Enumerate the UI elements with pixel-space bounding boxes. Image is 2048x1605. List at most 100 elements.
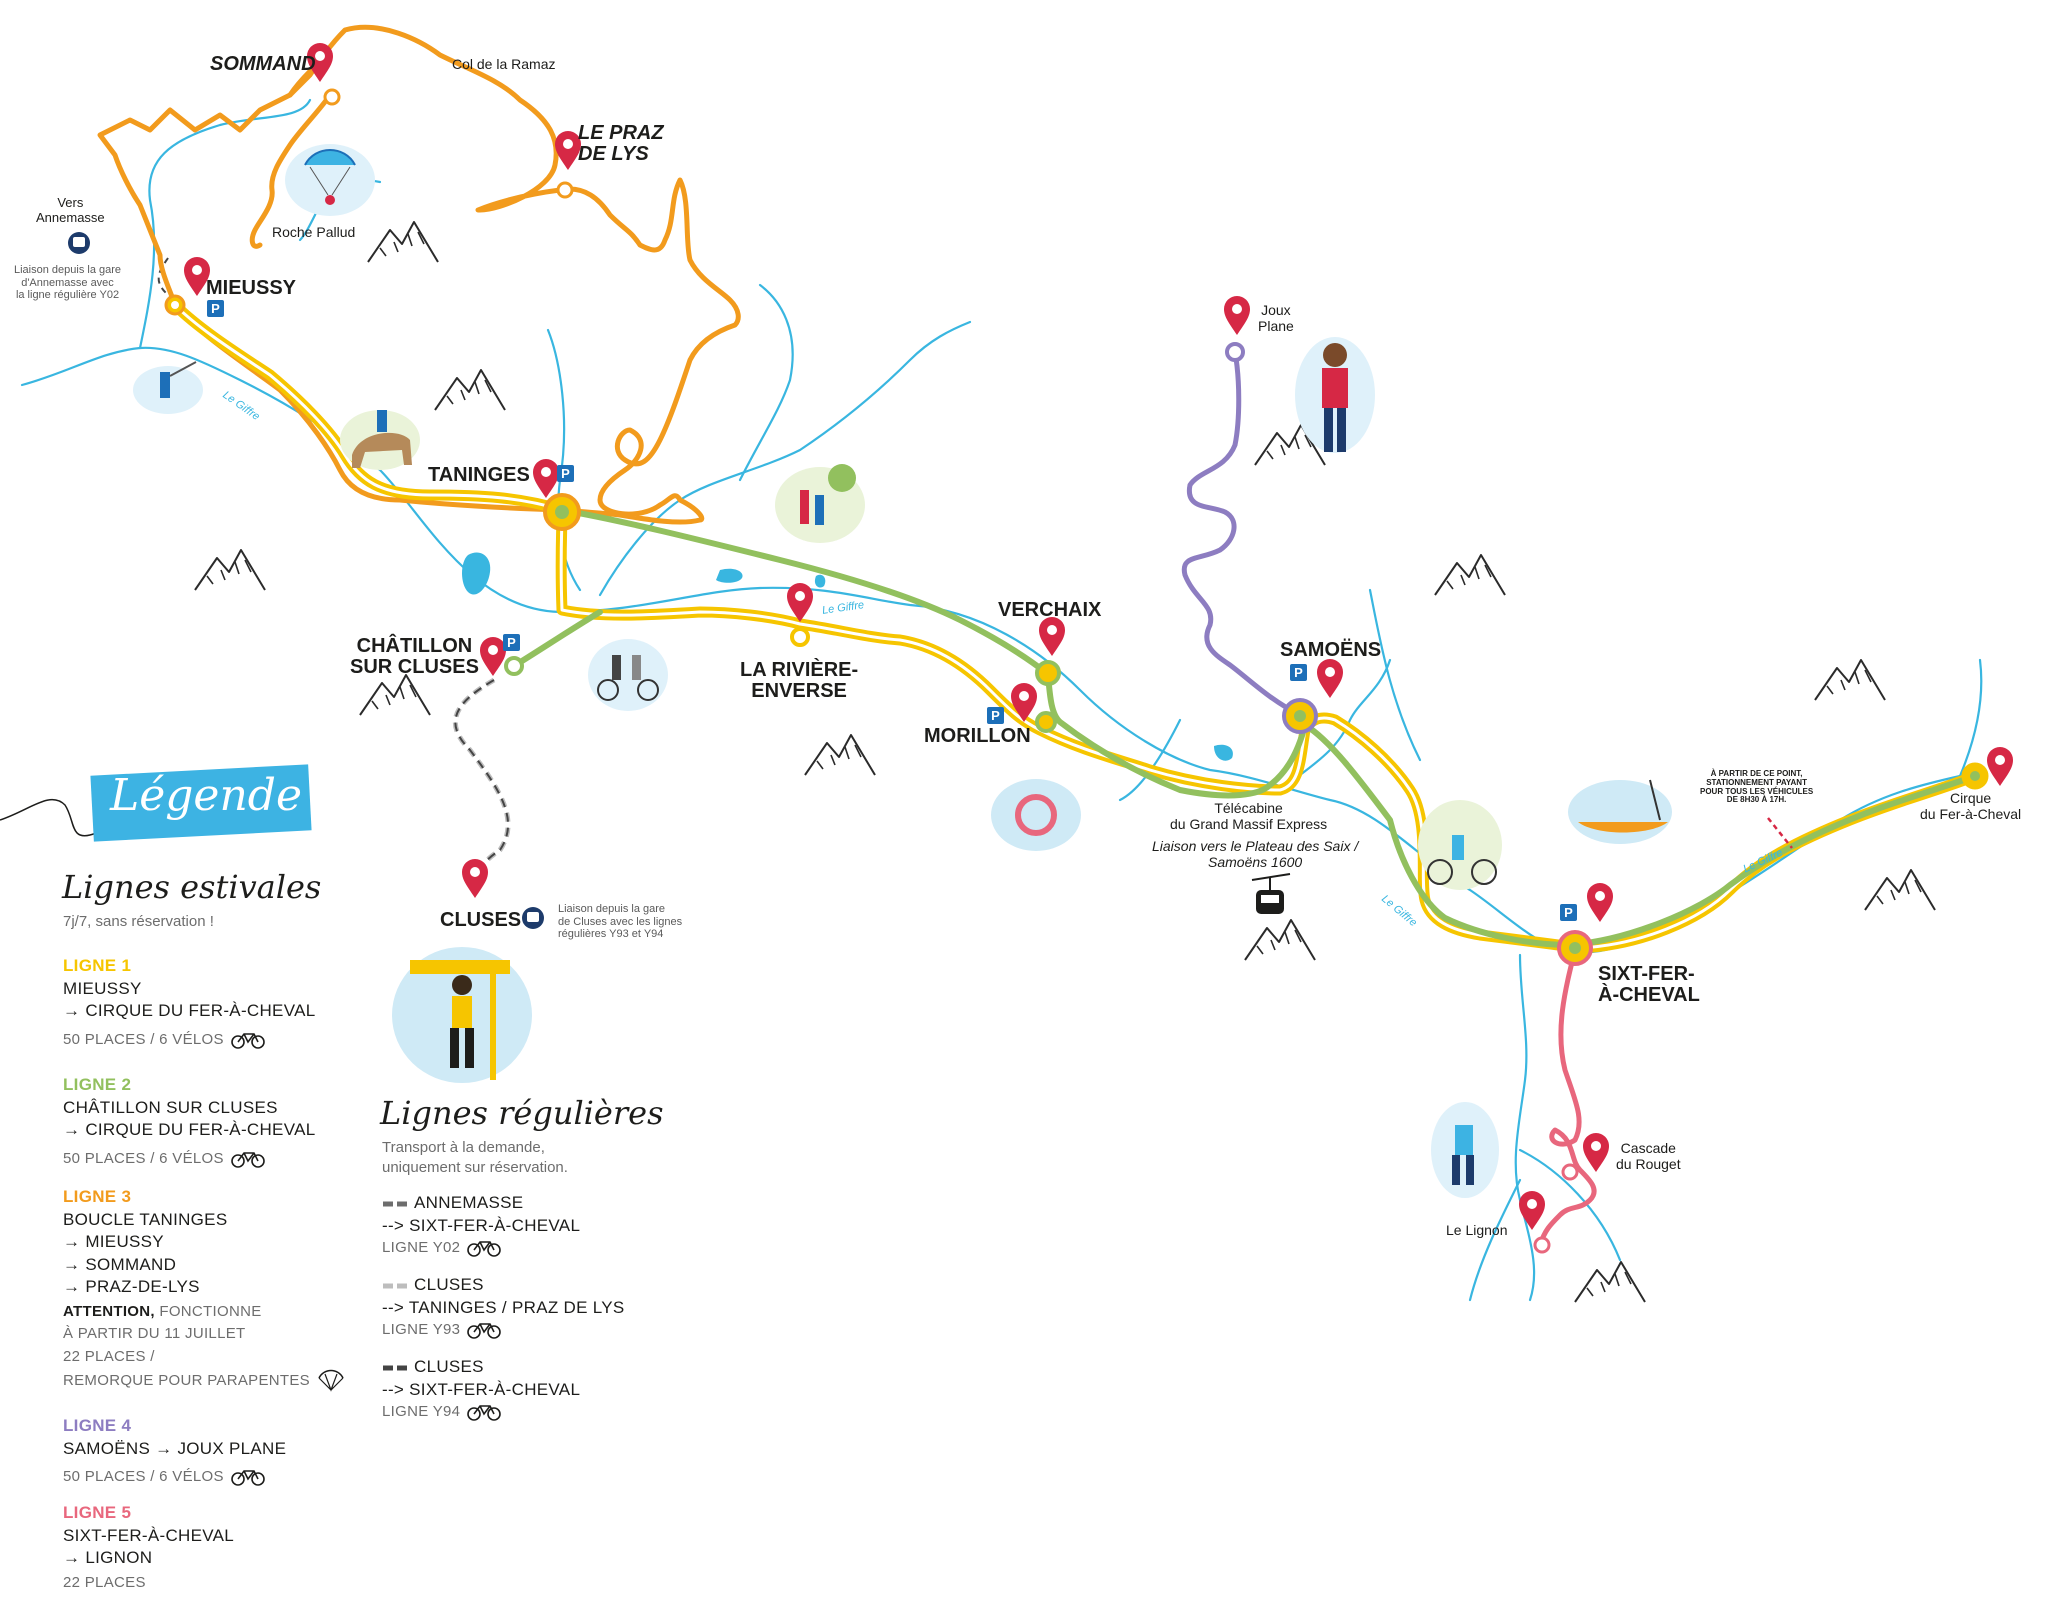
ligne-2-stop: CHÂTILLON SUR CLUSES <box>63 1097 278 1117</box>
dashed-line-icon <box>383 1365 409 1371</box>
dashed-line-icon <box>383 1201 409 1207</box>
ligne-3-title: LIGNE 3 <box>63 1187 132 1206</box>
place-praz-de-lys: LE PRAZ DE LYS <box>578 122 664 165</box>
swimmer-illustration <box>991 779 1081 851</box>
y02-from: ANNEMASSE <box>414 1193 524 1212</box>
paraglider-illustration <box>285 144 375 216</box>
place-sommand: SOMMAND <box>210 53 316 75</box>
ligne-3-attention-rest: FONCTIONNE <box>154 1302 262 1320</box>
ligne-1-title: LIGNE 1 <box>63 956 132 975</box>
legend-ligne-5: LIGNE 5 SIXT-FER-À-CHEVAL → LIGNON 22 PL… <box>63 1502 234 1594</box>
ligne-3-attention: ATTENTION, <box>63 1302 155 1320</box>
place-sixt-fer-a-cheval: SIXT-FER- À-CHEVAL <box>1598 963 1700 1006</box>
place-joux-plane: Joux Plane <box>1258 302 1294 335</box>
family-walking-illustration <box>775 464 865 543</box>
ligne-3-stop: → PRAZ-DE-LYS <box>63 1277 200 1296</box>
horse-rider-illustration <box>340 410 420 470</box>
y94-from: CLUSES <box>414 1357 484 1376</box>
ligne-3-stop: BOUCLE TANINGES <box>63 1209 228 1229</box>
parking-icon: P <box>503 634 520 651</box>
place-riviere-enverse: LA RIVIÈRE- ENVERSE <box>740 659 859 702</box>
bike-icon <box>467 1241 502 1257</box>
parking-icon: P <box>1290 664 1307 681</box>
y93-from: CLUSES <box>414 1275 484 1294</box>
lakes <box>462 552 1233 761</box>
place-mieussy: MIEUSSY <box>206 277 297 299</box>
dashed-line-icon <box>383 1283 409 1289</box>
ligne-3-stop: → MIEUSSY <box>63 1232 164 1251</box>
place-taninges: TANINGES <box>428 464 530 486</box>
parking-fee-note: À PARTIR DE CE POINT, STATIONNEMENT PAYA… <box>1700 769 1814 805</box>
ligne-4-info: 50 PLACES / 6 VÉLOS <box>63 1468 224 1485</box>
place-cluses: CLUSES <box>440 909 522 931</box>
bike-icon <box>230 1032 265 1049</box>
ligne-3-note: REMORQUE POUR PARAPENTES <box>63 1371 310 1389</box>
ligne-3-note: 22 PLACES / <box>63 1347 155 1365</box>
ligne-5-stop: SIXT-FER-À-CHEVAL <box>63 1525 235 1545</box>
ligne-4-route <box>1181 349 1303 718</box>
legend-ligne-2: LIGNE 2 CHÂTILLON SUR CLUSES → CIRQUE DU… <box>63 1074 315 1170</box>
regulieres-sub-line: uniquement sur réservation. <box>382 1159 568 1176</box>
place-cirque-fer-a-cheval: Cirque du Fer-à-Cheval <box>1920 790 2022 823</box>
y02-code: LIGNE Y02 <box>382 1239 461 1256</box>
legend-ligne-y94: CLUSES --> SIXT-FER-À-CHEVAL LIGNE Y94 <box>382 1356 580 1424</box>
paraglider-icon <box>318 1369 344 1392</box>
legend-ligne-y02: ANNEMASSE --> SIXT-FER-À-CHEVAL LIGNE Y0… <box>382 1192 580 1260</box>
stops <box>164 88 1989 1254</box>
cyclist-illustration <box>1418 800 1502 890</box>
cluses-note: Liaison depuis la gare de Cluses avec le… <box>558 903 683 941</box>
place-roche-pallud: Roche Pallud <box>272 224 356 240</box>
ligne-3-note: À PARTIR DU 11 JUILLET <box>63 1325 246 1342</box>
legend-ligne-3: LIGNE 3 BOUCLE TANINGES → MIEUSSY → SOMM… <box>63 1186 346 1394</box>
ligne-2-info: 50 PLACES / 6 VÉLOS <box>63 1149 224 1167</box>
trail-runner-illustration <box>1431 1102 1499 1198</box>
place-chatillon: CHÂTILLON SUR CLUSES <box>350 635 479 678</box>
ligne-5-title: LIGNE 5 <box>63 1503 132 1522</box>
ligne-1-stop: → CIRQUE DU FER-À-CHEVAL <box>63 1001 316 1020</box>
parking-icon: P <box>987 707 1004 724</box>
bus-station-icon <box>68 232 544 929</box>
legend-ligne-4: LIGNE 4 SAMOËNS → JOUX PLANE 50 PLACES /… <box>63 1415 286 1489</box>
place-samoens: SAMOËNS <box>1280 639 1382 661</box>
annemasse-note: Liaison depuis la gare d'Annemasse avec … <box>14 264 122 302</box>
kayak-illustration <box>1568 779 1672 844</box>
place-verchaix: VERCHAIX <box>998 599 1102 621</box>
telecabine-note: Liaison vers le Plateau des Saix / Samoë… <box>1152 838 1359 871</box>
bike-icon <box>230 1151 265 1168</box>
tandem-bike-illustration <box>588 639 668 711</box>
regulieres-sub-line: Transport à la demande, <box>382 1139 545 1156</box>
illustrations <box>0 144 1793 1198</box>
ligne-2-stop: → CIRQUE DU FER-À-CHEVAL <box>63 1120 316 1139</box>
bike-icon <box>467 1323 502 1339</box>
legend-ligne-y93: CLUSES --> TANINGES / PRAZ DE LYS LIGNE … <box>382 1274 625 1342</box>
regulieres-heading: Lignes régulières <box>380 1094 664 1132</box>
bus-passenger-illustration <box>392 947 532 1083</box>
hiker-photographer-illustration <box>1295 337 1375 453</box>
line-y93-dashed <box>452 677 511 891</box>
bike-icon <box>230 1470 265 1486</box>
place-vers-annemasse: Vers Annemasse <box>36 195 105 225</box>
place-le-lignon: Le Lignon <box>1446 1222 1508 1238</box>
ligne-3-stop: → SOMMAND <box>63 1254 177 1274</box>
y94-to: --> SIXT-FER-À-CHEVAL <box>382 1379 581 1399</box>
bike-icon <box>467 1405 502 1421</box>
place-morillon: MORILLON <box>924 725 1031 747</box>
y02-to: --> SIXT-FER-À-CHEVAL <box>382 1215 581 1235</box>
ligne-5-info: 22 PLACES <box>63 1573 146 1591</box>
ligne-5-route <box>1537 947 1597 1248</box>
ligne-1-route <box>169 299 1981 954</box>
place-cascade-rouget: Cascade du Rouget <box>1616 1140 1681 1173</box>
ligne-1-info: 50 PLACES / 6 VÉLOS <box>63 1030 224 1048</box>
parking-icon: P <box>557 465 574 482</box>
estivales-sub: 7j/7, sans réservation ! <box>63 913 214 930</box>
ligne-1-stop: MIEUSSY <box>63 978 142 998</box>
legend-title: Légende <box>110 770 303 821</box>
y93-code: LIGNE Y93 <box>382 1321 461 1338</box>
place-col-ramaz: Col de la Ramaz <box>452 56 556 72</box>
ligne-2-title: LIGNE 2 <box>63 1075 132 1094</box>
gondola-icon <box>1251 873 1291 914</box>
line-y94-dashed <box>157 257 173 299</box>
line-y94-dashed-2 <box>454 679 509 891</box>
estivales-heading: Lignes estivales <box>62 868 322 906</box>
